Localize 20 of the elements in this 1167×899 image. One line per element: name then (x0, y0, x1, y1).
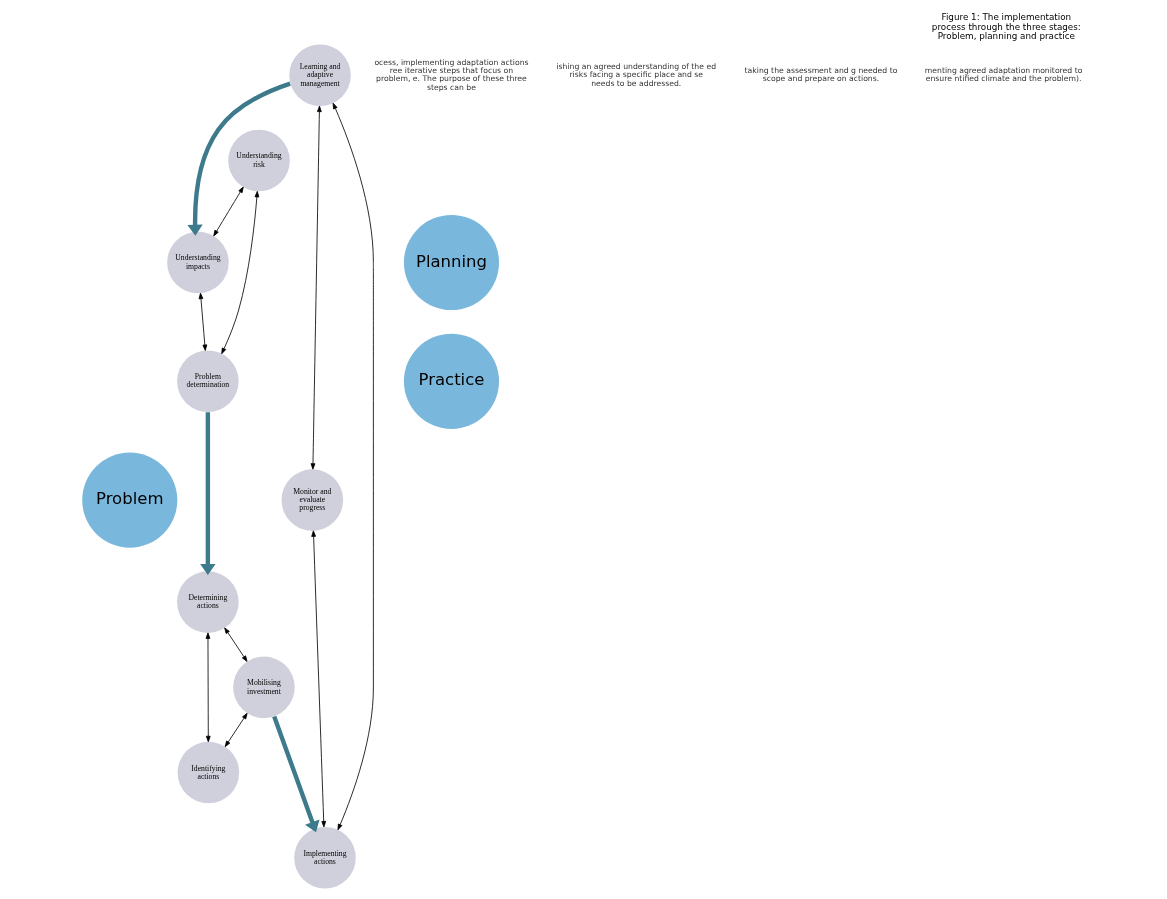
arrow (223, 627, 247, 662)
arrow (205, 632, 211, 743)
arrow (310, 530, 326, 828)
node-circle: Problem (81, 452, 177, 548)
node-circle: Monitor and evaluate progress (281, 469, 343, 531)
arrow (198, 292, 207, 351)
arrow (224, 712, 248, 748)
node-circle: Planning (403, 214, 499, 311)
arrow (271, 715, 319, 833)
arrow (310, 105, 322, 470)
caption: Figure 1: The implementation process through the three stages: Problem, planning and practice (931, 11, 1081, 42)
arrow (186, 81, 291, 236)
node-circle: Problem determination (176, 350, 239, 413)
arrow (199, 412, 216, 576)
node-circle: Learning and adaptive management (288, 44, 351, 107)
arrow (332, 102, 374, 831)
arrow (220, 191, 259, 355)
arrow (212, 186, 244, 237)
node-circle: Practice (403, 333, 499, 429)
node-circle: Implementing actions (293, 827, 356, 889)
